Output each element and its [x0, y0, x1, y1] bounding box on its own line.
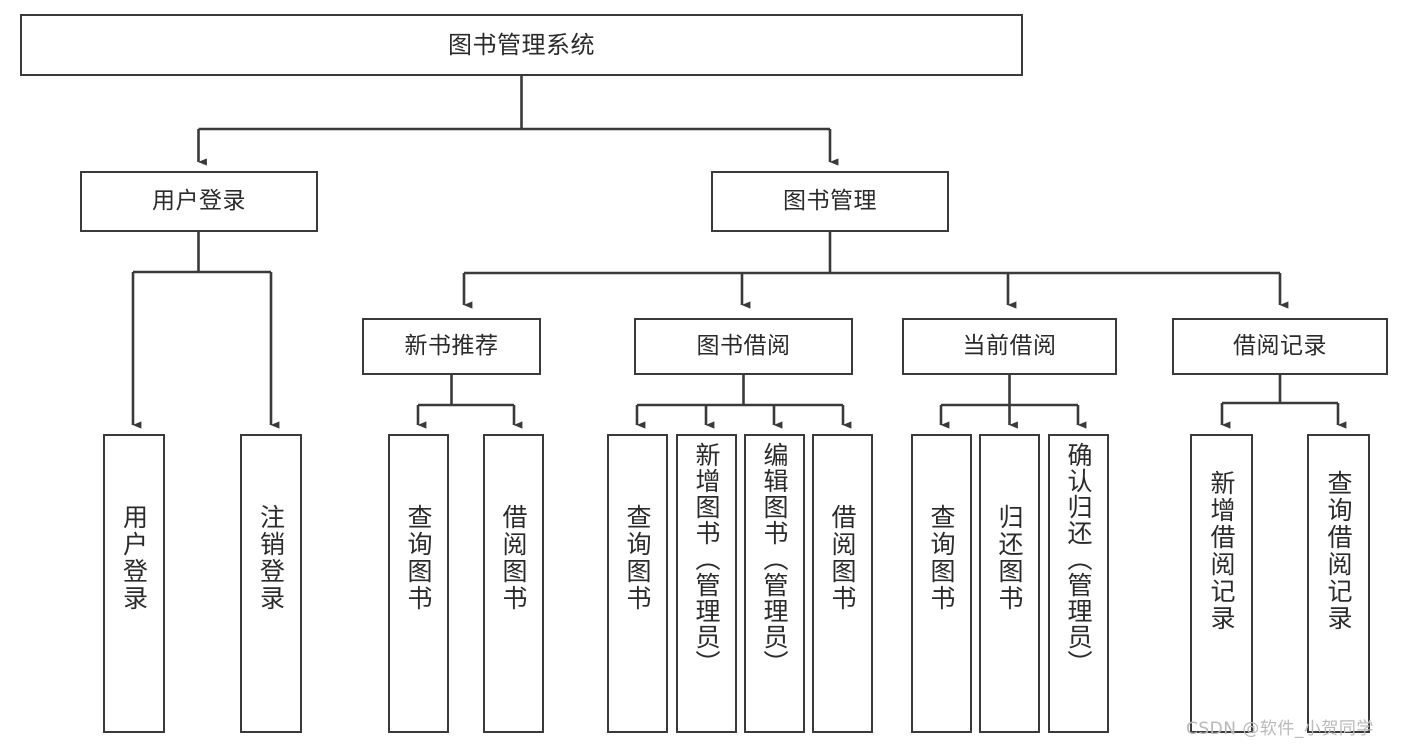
csdn-watermark: CSDN @软件_小贺同学 — [1186, 719, 1374, 739]
node-label: 借阅图书 — [828, 504, 857, 612]
node-leaf-user-login[interactable]: 用户登录 — [103, 434, 165, 733]
node-label: 查询图书 — [623, 504, 652, 612]
node-label: 查询图书 — [927, 504, 956, 612]
node-book-manage[interactable]: 图书管理 — [711, 171, 949, 232]
node-label: 借阅记录 — [1233, 332, 1327, 359]
node-label: 图书管理 — [783, 187, 877, 214]
node-leaf-logout-login[interactable]: 注销登录 — [240, 434, 302, 733]
node-label: 用户登录 — [119, 504, 149, 612]
node-label: 图书借阅 — [696, 332, 791, 359]
node-current-borrow[interactable]: 当前借阅 — [902, 318, 1117, 375]
node-leaf-query-borrow-record[interactable]: 查询借阅记录 — [1307, 434, 1370, 733]
node-label: 注销登录 — [256, 504, 286, 612]
node-leaf-borrow-book-recommend[interactable]: 借阅图书 — [483, 434, 544, 733]
node-leaf-add-borrow-record[interactable]: 新增借阅记录 — [1190, 434, 1253, 733]
node-book-borrow[interactable]: 图书借阅 — [634, 318, 853, 375]
node-leaf-query-book-recommend[interactable]: 查询图书 — [388, 434, 449, 733]
node-leaf-query-book-current[interactable]: 查询图书 — [911, 434, 972, 733]
node-label: 查询借阅记录 — [1324, 470, 1353, 632]
node-label: 新书推荐 — [404, 332, 499, 359]
node-leaf-edit-book-admin[interactable]: 编辑图书（管理员） — [744, 434, 805, 733]
node-borrow-record[interactable]: 借阅记录 — [1172, 318, 1388, 375]
node-leaf-add-book-admin[interactable]: 新增图书（管理员） — [676, 434, 737, 733]
node-label: 新增借阅记录 — [1207, 470, 1236, 632]
node-user-login[interactable]: 用户登录 — [80, 171, 318, 232]
node-leaf-query-book-borrow[interactable]: 查询图书 — [607, 434, 668, 733]
node-label: 图书管理系统 — [448, 30, 595, 59]
node-label: 编辑图书（管理员） — [760, 442, 789, 676]
node-label: 查询图书 — [404, 504, 433, 612]
node-root-book-management-system[interactable]: 图书管理系统 — [20, 14, 1023, 76]
node-leaf-borrow-book-borrow[interactable]: 借阅图书 — [812, 434, 873, 733]
node-label: 新增图书（管理员） — [692, 442, 721, 676]
node-label: 借阅图书 — [499, 504, 528, 612]
node-leaf-confirm-return-admin[interactable]: 确认归还（管理员） — [1048, 434, 1109, 733]
node-label: 确认归还（管理员） — [1064, 442, 1093, 676]
node-label: 用户登录 — [152, 187, 246, 214]
node-leaf-return-book[interactable]: 归还图书 — [979, 434, 1040, 733]
node-label: 归还图书 — [995, 504, 1024, 612]
node-label: 当前借阅 — [962, 332, 1057, 359]
node-new-book-recommend[interactable]: 新书推荐 — [362, 318, 541, 375]
